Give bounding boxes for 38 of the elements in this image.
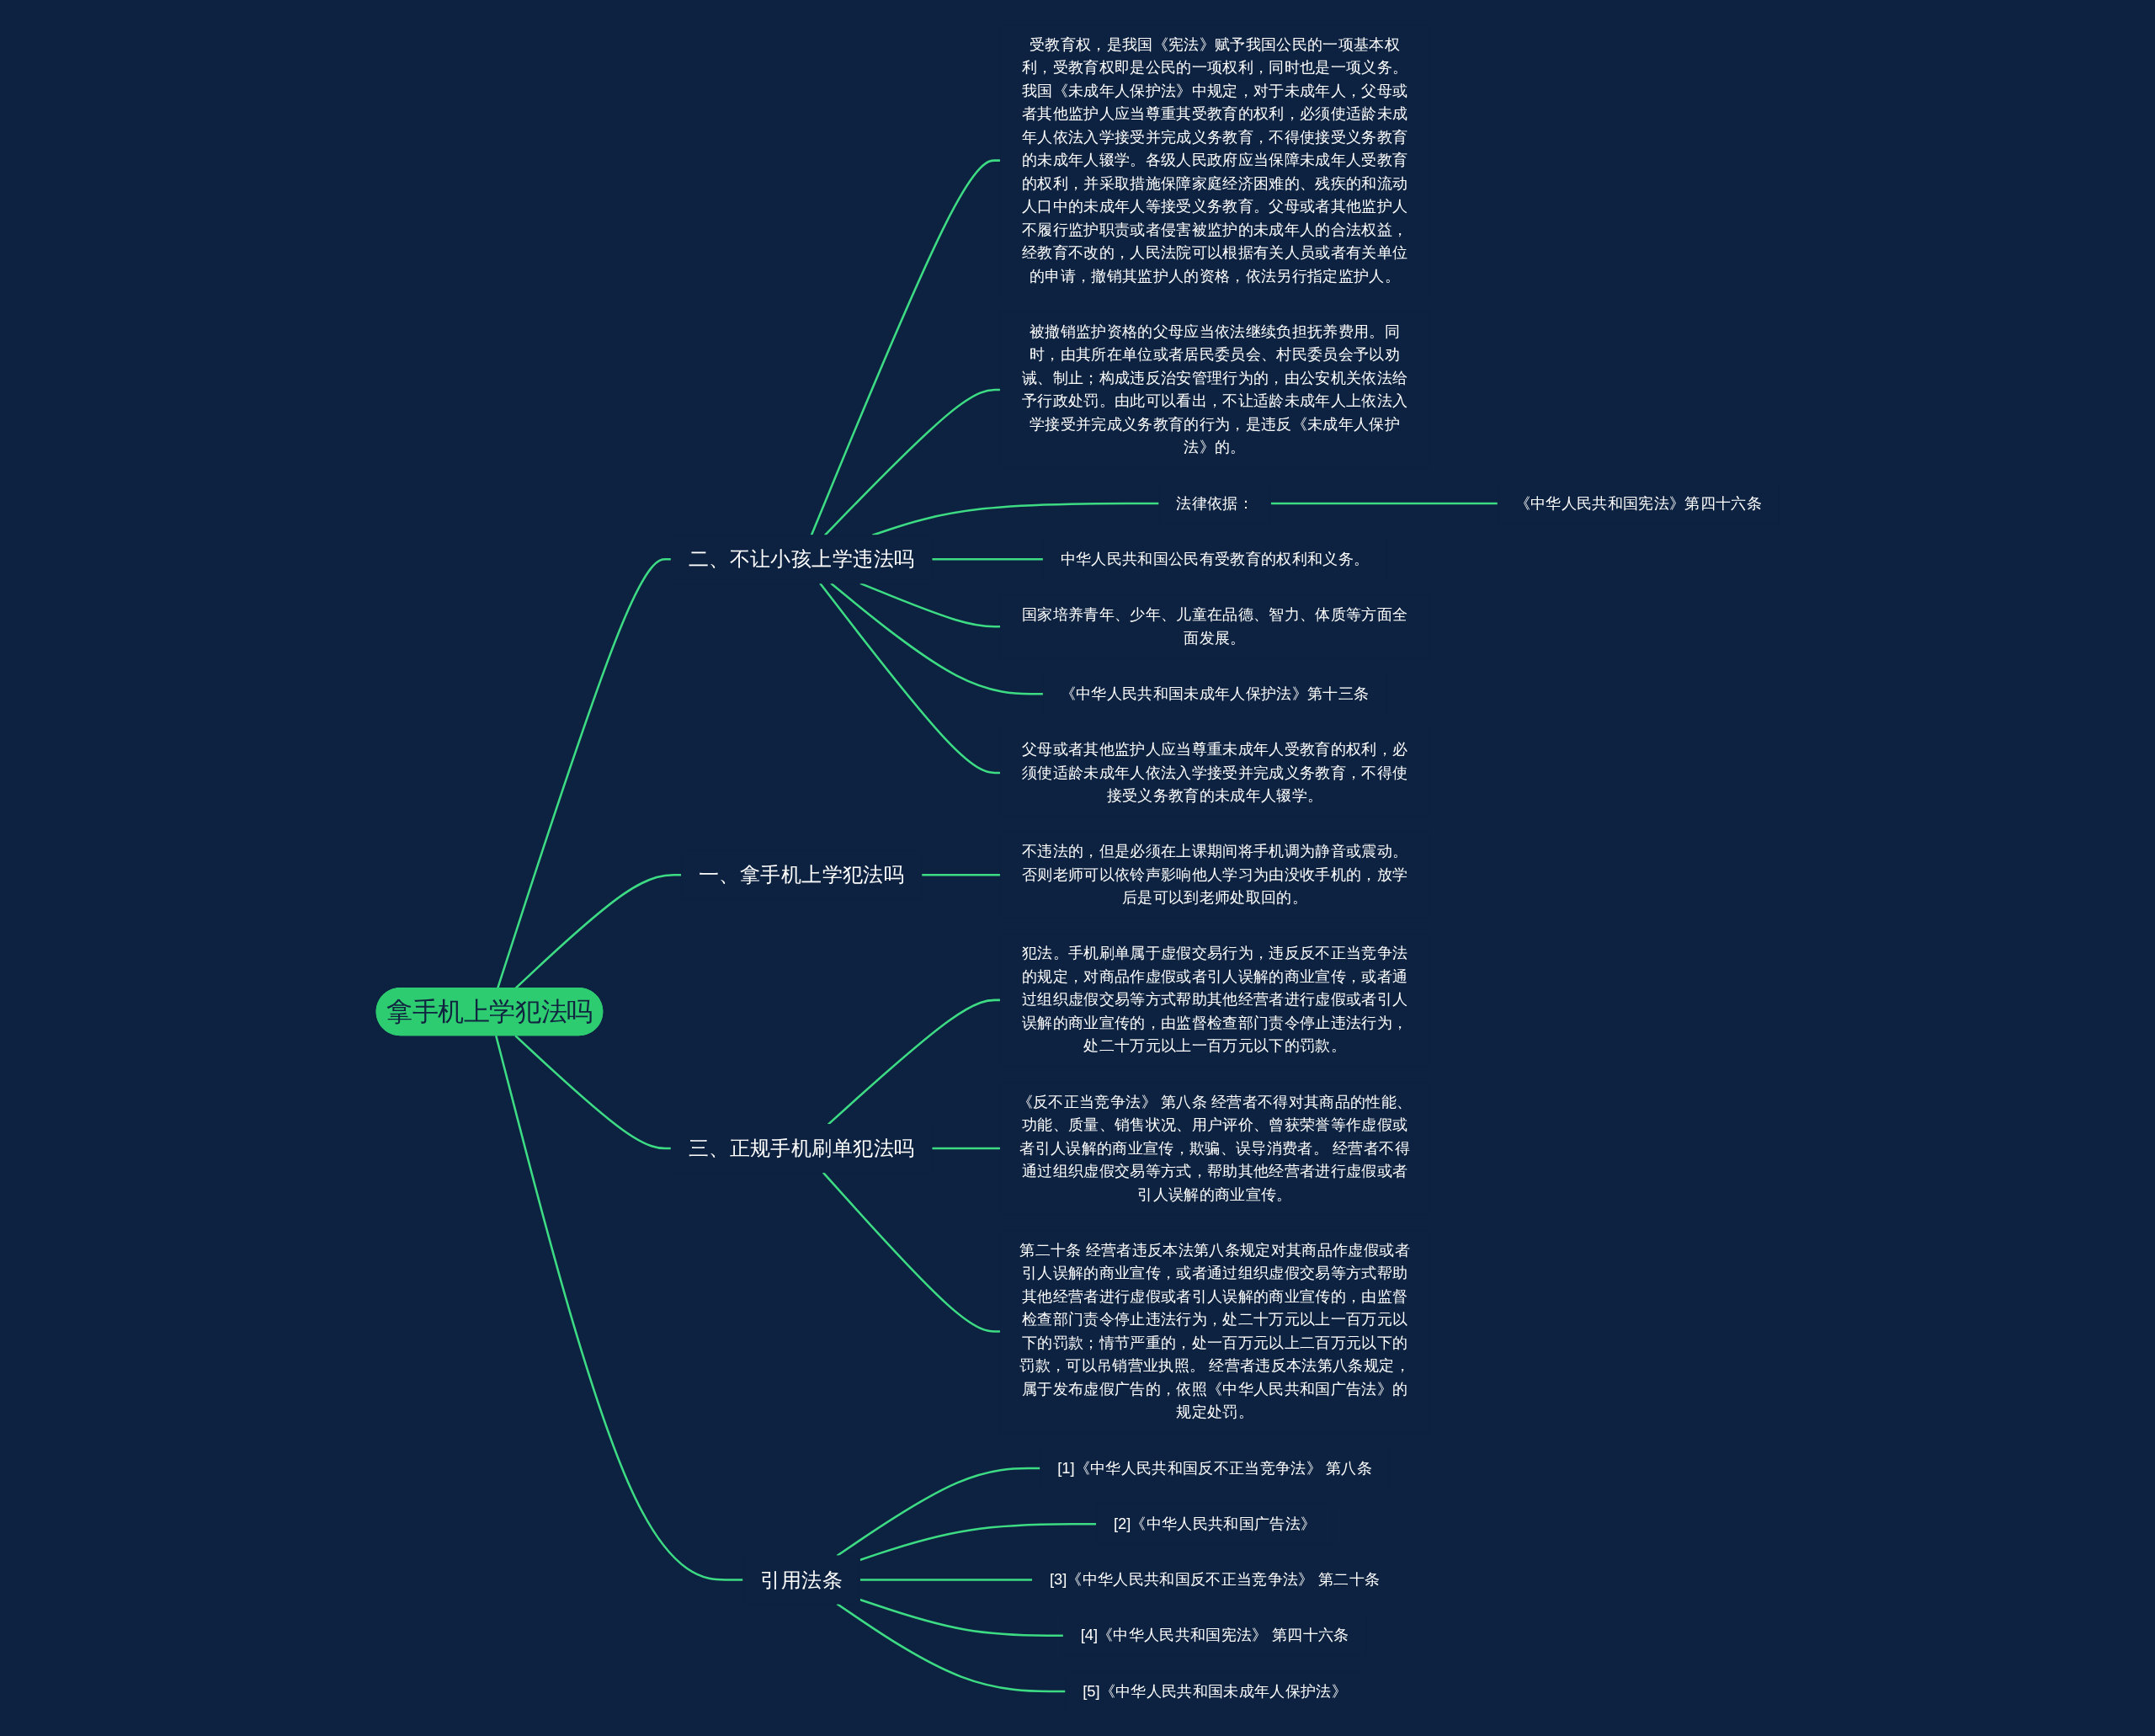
node-text: 中华人民共和国公民有受教育的权利和义务。 xyxy=(1060,550,1370,567)
node-text: 第二十条 经营者违反本法第八条规定对其商品作虚假或者引人误解的商业宣传，或者通过组织虚假交易等方式帮助其他经营者进行虚假或者引人误解的商业宣传的，由监督检查部门责令停止违法行为，处二十万元以上一百万元以下的罚款；情节严重的，处一百万元以上二百万元以下的罚款，可以吊销营业执照。 经营者违反本法第八条规定，属于发布虚假广告的，依照《中华人民共和国广告法》的规定处罚。 xyxy=(1019,1241,1410,1421)
connector xyxy=(871,502,1159,536)
connector xyxy=(827,998,1001,1126)
connector xyxy=(514,1035,671,1150)
node-text: 犯法。手机刷单属于虚假交易行为，违反反不正当竞争法的规定，对商品作虚假或者引人误解的商业宣传，或者通过组织虚假交易等方式帮助其他经营者进行虚假或者引人误解的商业宣传的，由监督检查部门责令停止违法行为，处二十万元以上一百万元以下的罚款。 xyxy=(1021,945,1408,1055)
node-text: [2]《中华人民共和国广告法》 xyxy=(1113,1515,1317,1532)
node-text: [4]《中华人民共和国宪法》 第四十六条 xyxy=(1080,1627,1349,1644)
node-text: 二、不让小孩上学违法吗 xyxy=(688,547,915,571)
connector xyxy=(859,582,1001,628)
connector xyxy=(496,558,671,989)
node-text: 被撤销监护资格的父母应当依法继续负担抚养费用。同时，由其所在单位或者居民委员会、村民委员会予以劝诫、制止；构成违反治安管理行为的，由公安机关依法给予行政处罚。由此可以看出，不让适龄未成年人上依法入学接受并完成义务教育的行为，是违反《未成年人保护法》的。 xyxy=(1021,322,1408,456)
connector xyxy=(822,1171,1001,1333)
node-text: [3]《中华人民共和国反不正当竞争法》 第二十条 xyxy=(1049,1570,1380,1589)
connector xyxy=(818,583,1001,775)
node-text: 《中华人民共和国未成年人保护法》第十三条 xyxy=(1060,684,1370,702)
connector xyxy=(836,1467,1040,1557)
node-text: 三、正规手机刷单犯法吗 xyxy=(688,1136,915,1160)
node-text: 法律依据： xyxy=(1176,494,1253,512)
node-text: 受教育权，是我国《宪法》赋予我国公民的一项基本权利，受教育权即是公民的一项权利，同时也是一项义务。我国《未成年人保护法》中规定，对于未成年人，父母或者其他监护人应当尊重其受教育的权利，必须使适龄未成年人依法入学接受并完成义务教育，不得使接受义务教育的未成年人辍学。各级人民政府应当保障未成年人受教育的权利，并采取措施保障家庭经济困难的、残疾的和流动人口中的未成年人等接受义务教育。父母或者其他监护人不履行监护职责或者侵害被监护的未成年人的合法权益，经教育不改的，人民法院可以根据有关人员或者有关单位的申请，撤销其监护人的资格，依法另行指定监护人。 xyxy=(1021,35,1408,285)
connector xyxy=(931,1147,1001,1150)
node-text: [5]《中华人民共和国未成年人保护法》 xyxy=(1082,1682,1347,1700)
connector xyxy=(494,1035,743,1581)
connector xyxy=(1270,502,1498,505)
connector xyxy=(823,388,1001,536)
node-text: 《反不正当竞争法》 第八条 经营者不得对其商品的性能、功能、质量、销售状况、用户评价、曾获荣誉等作虚假或者引人误解的商业宣传，欺骗、误导消费者。 经营者不得通过组织虚假交易等方式，帮助其他经营者进行虚假或者引人误解的商业宣传。 xyxy=(1017,1093,1413,1203)
node-text: 引用法条 xyxy=(759,1568,843,1591)
node-text: 不违法的，但是必须在上课期间将手机调为静音或震动。否则老师可以依铃声影响他人学习为由没收手机的，放学后是可以到老师处取回的。 xyxy=(1021,842,1408,907)
node-text: 一、拿手机上学犯法吗 xyxy=(698,862,905,887)
connector xyxy=(931,558,1044,561)
connector xyxy=(921,873,1001,876)
node-text: [1]《中华人民共和国反不正当竞争法》 第八条 xyxy=(1056,1459,1372,1477)
node-text: 国家培养青年、少年、儿童在品德、智力、体质等方面全面发展。 xyxy=(1021,605,1408,647)
connector xyxy=(829,582,1044,695)
node-text: 父母或者其他监护人应当尊重未成年人受教育的权利，必须使适龄未成年人依法入学接受并完成义务教育，不得使接受义务教育的未成年人辍学。 xyxy=(1021,740,1408,805)
connector xyxy=(810,159,1001,536)
connector xyxy=(859,1579,1033,1581)
node-text: 《中华人民共和国宪法》第四十六条 xyxy=(1514,494,1762,512)
